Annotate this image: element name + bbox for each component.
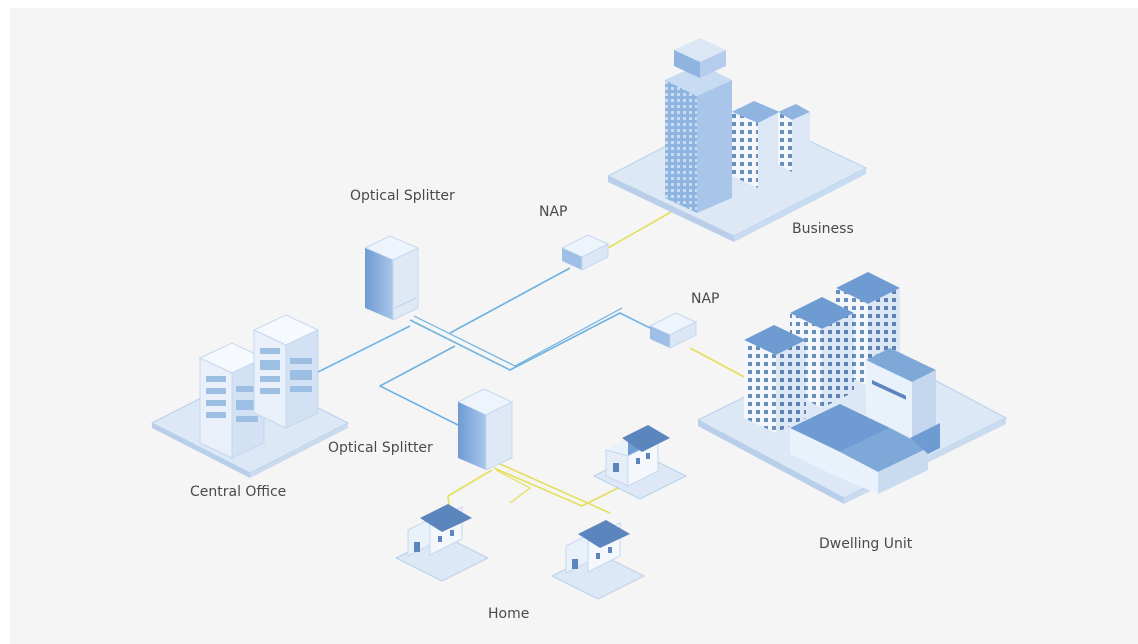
nap-top-label: NAP [539,204,568,220]
central-office-icon [150,314,350,478]
business-label: Business [792,221,854,237]
fiber-drop-home-2 [493,467,619,507]
fiber-co-to-splitter-top [309,325,411,377]
nap-box-icon [648,312,698,349]
home-label: Home [488,606,530,622]
house-icon [550,520,646,600]
fiber-nap-right-to-dwelling [689,347,751,381]
network-diagram [150,38,1008,600]
house-icon [394,504,490,582]
optical-splitter-top-label: Optical Splitter [350,188,455,204]
central-office-label: Central Office [190,484,287,500]
fiber-links [309,207,751,519]
optical-splitter-icon [456,388,514,471]
dwelling-unit-label: Dwelling Unit [819,536,913,552]
optical-splitter-icon [363,235,420,321]
fiber-drop-home-1 [497,462,611,514]
fiber-nap-top-to-business [607,207,679,249]
office-tower-icon [606,38,868,242]
nap-right-label: NAP [691,291,720,307]
apartment-complex-icon [696,272,1008,504]
fiber-splitter-to-splitter-bottom [379,345,461,427]
fiber-splitter-to-nap-right-a [409,312,651,371]
fiber-drop-home-4 [495,469,531,504]
fiber-splitter-to-nap-top [449,267,571,334]
diagram-canvas: Optical Splitter NAP Business NAP Optica… [10,8,1138,644]
nap-box-icon [560,234,610,271]
optical-splitter-bottom-label: Optical Splitter [328,440,433,456]
house-icon [592,425,688,500]
fiber-splitter-to-nap-right-b [413,307,623,367]
